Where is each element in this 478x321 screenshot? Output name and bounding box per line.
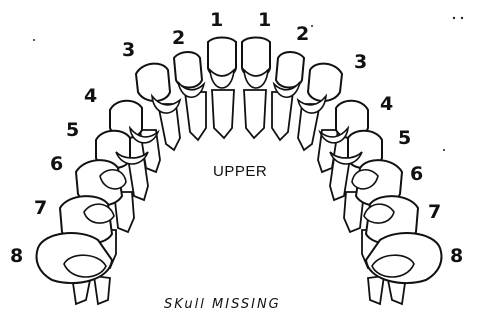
left-tooth-number-6: 6 <box>50 153 63 175</box>
right-tooth-number-8: 8 <box>450 245 463 267</box>
left-tooth-number-4: 4 <box>84 85 97 107</box>
right-tooth-number-4: 4 <box>380 93 393 115</box>
right-tooth-number-2: 2 <box>296 23 309 45</box>
right-tooth-number-3: 3 <box>354 51 367 73</box>
scan-speck <box>453 17 455 19</box>
right-central-incisor <box>242 38 270 139</box>
left-tooth-number-3: 3 <box>122 39 135 61</box>
left-third-molar <box>37 233 112 304</box>
right-third-molar <box>366 233 441 304</box>
left-central-incisor <box>208 38 236 139</box>
scan-speck <box>33 39 35 41</box>
left-tooth-number-5: 5 <box>66 119 79 141</box>
left-tooth-number-7: 7 <box>34 197 47 219</box>
scan-speck <box>461 17 463 19</box>
right-tooth-number-1: 1 <box>258 9 271 31</box>
left-tooth-number-8: 8 <box>10 245 23 267</box>
scan-speck <box>443 149 445 151</box>
missing-note: SKull MISSING <box>164 297 281 312</box>
right-tooth-number-7: 7 <box>428 201 441 223</box>
right-tooth-number-5: 5 <box>398 127 411 149</box>
right-tooth-number-6: 6 <box>410 163 423 185</box>
scan-speck <box>311 25 313 27</box>
left-tooth-number-2: 2 <box>172 27 185 49</box>
arch-label: UPPER <box>213 163 267 180</box>
left-tooth-number-1: 1 <box>210 9 223 31</box>
